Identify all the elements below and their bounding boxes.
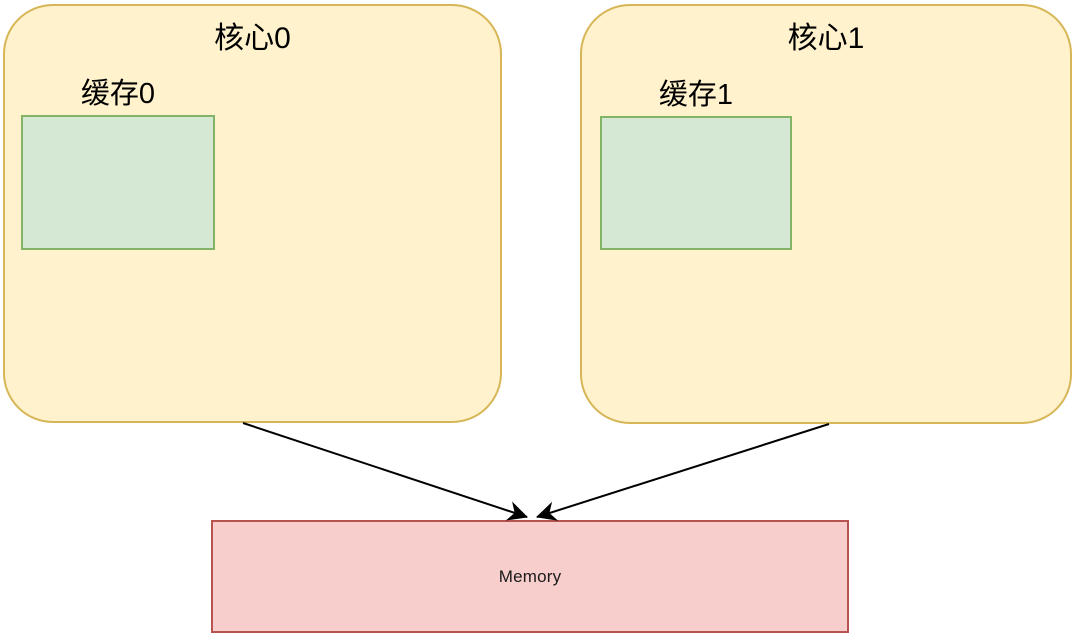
arrow-core1-to-memory — [536, 423, 830, 521]
memory-label: Memory — [498, 566, 562, 586]
memory-box: Memory — [211, 520, 849, 633]
core-1-title: 核心1 — [787, 22, 865, 55]
cache-0-box — [21, 115, 215, 250]
core-1-box: 核心1 缓存1 — [580, 4, 1072, 424]
cache-1-label: 缓存1 — [658, 79, 734, 111]
arrow-core0-to-memory — [242, 422, 528, 521]
core-0-title: 核心0 — [214, 22, 291, 55]
cache-0-label: 缓存0 — [80, 78, 156, 110]
core-0-box: 核心0 缓存0 — [3, 4, 502, 423]
cache-1-box — [600, 116, 792, 250]
